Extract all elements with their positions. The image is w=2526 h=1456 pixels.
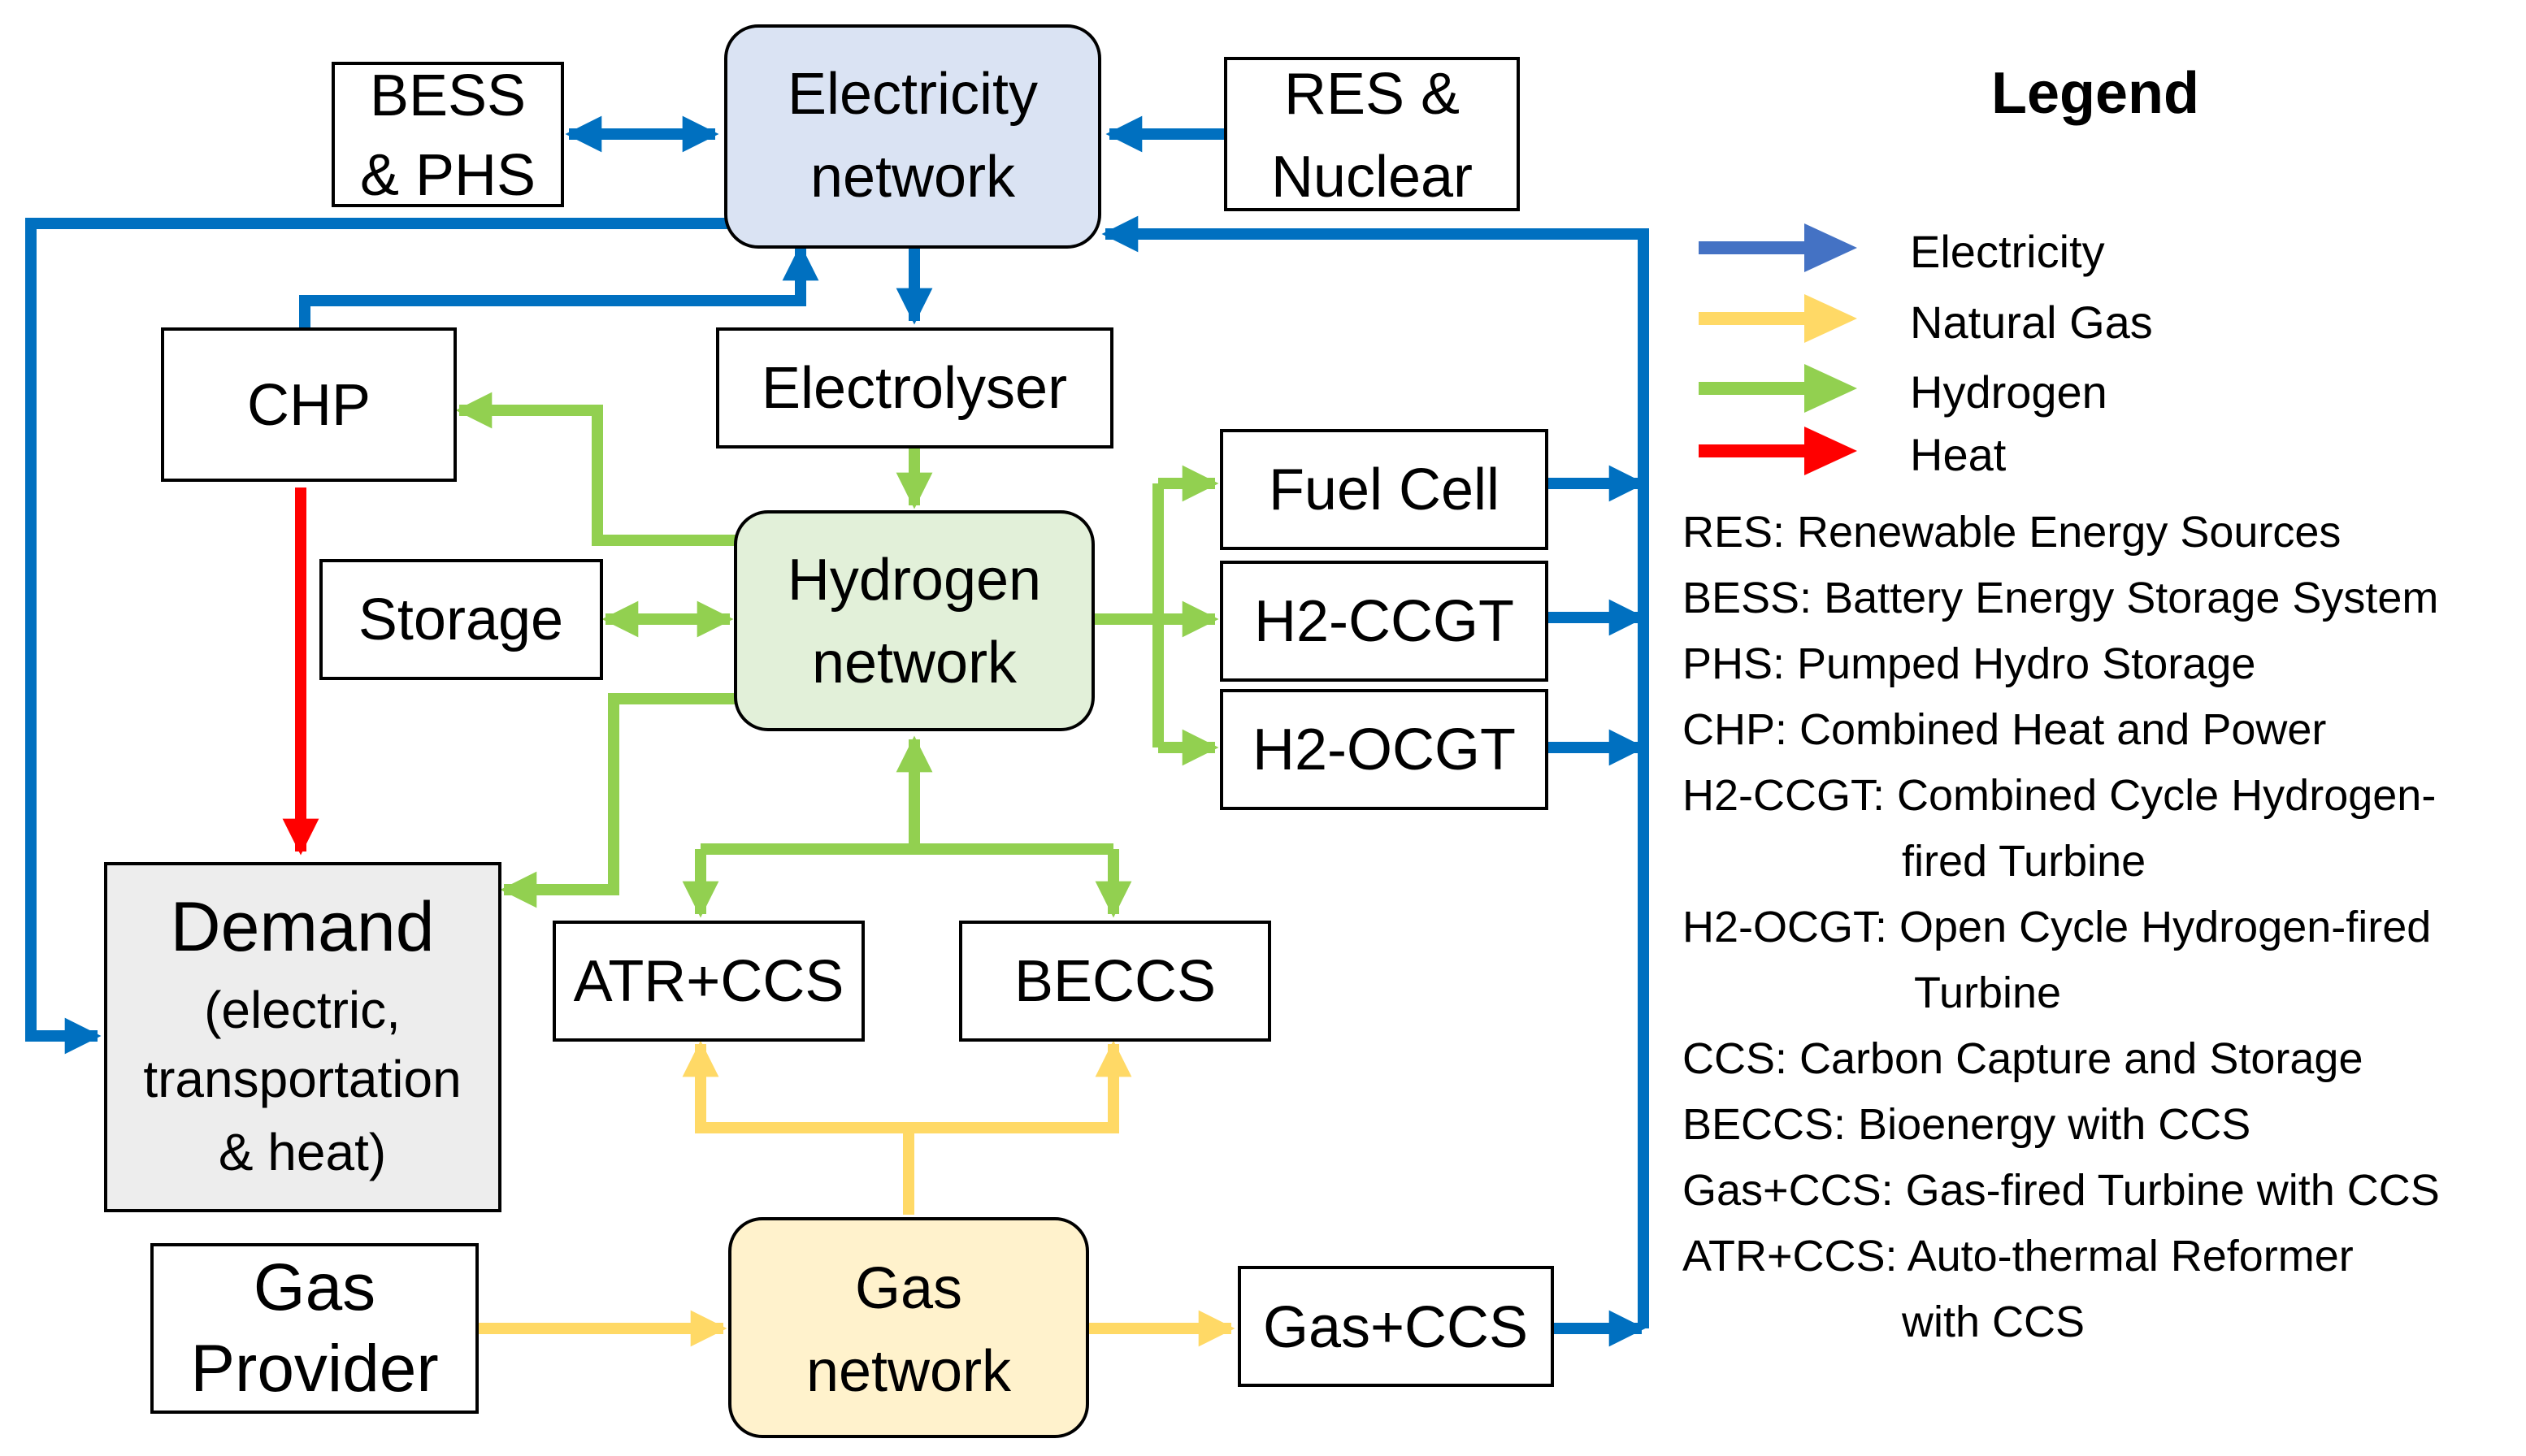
abbreviation-continuation: fired Turbine: [1902, 837, 2146, 886]
demand-title: Demand: [170, 888, 434, 966]
abbreviation-entry: PHS: Pumped Hydro Storage: [1682, 631, 2519, 697]
abbreviation-entry: BECCS: Bioenergy with CCS: [1682, 1092, 2519, 1158]
abbreviation-entry: ATR+CCS: Auto-thermal Reformer with CCS: [1682, 1224, 2519, 1355]
res-nuclear-label: RES &: [1284, 62, 1460, 127]
gas-provider-label: Provider: [190, 1332, 438, 1406]
beccs-node: [959, 921, 1271, 1042]
legend-item-natural-gas: Natural Gas: [1699, 286, 2430, 351]
gas-ccs-node: [1238, 1266, 1554, 1387]
abbreviation-text: CCS: Carbon Capture and Storage: [1682, 1034, 2363, 1083]
abbreviation-entry: RES: Renewable Energy Sources: [1682, 500, 2519, 566]
gas-to-atr-arrow: [682, 1040, 909, 1133]
abbreviation-text: BESS: Battery Energy Storage System: [1682, 574, 2439, 622]
electricity-network-label: network: [810, 145, 1016, 210]
legend-label: Hydrogen: [1910, 366, 2107, 418]
gas-network-node: [728, 1217, 1089, 1438]
chp-to-electricity-arrow: [299, 244, 819, 329]
abbreviation-entry: CCS: Carbon Capture and Storage: [1682, 1026, 2519, 1092]
abbreviation-text: CHP: Combined Heat and Power: [1682, 705, 2327, 754]
demand-subtitle: (electric,: [204, 981, 401, 1039]
generators-to-electricity-bus: [1101, 215, 1649, 1328]
legend-label: Heat: [1910, 429, 2007, 480]
gas-provider-node: [150, 1243, 479, 1414]
storage-node: [319, 559, 603, 680]
hydrogen-network-label: network: [812, 630, 1018, 696]
abbreviation-text: H2-OCGT: Open Cycle Hydrogen-fired: [1682, 903, 2432, 951]
bess-phs-label: & PHS: [360, 143, 536, 208]
natural-gas-arrow-icon: [1699, 294, 1857, 343]
demand-subtitle: & heat): [219, 1123, 386, 1181]
abbreviation-continuation: with CCS: [1902, 1298, 2085, 1346]
beccs-label: BECCS: [1014, 949, 1216, 1014]
abbreviation-text: BECCS: Bioenergy with CCS: [1682, 1100, 2251, 1149]
abbreviation-entry: BESS: Battery Energy Storage System: [1682, 566, 2519, 631]
abbreviation-list: RES: Renewable Energy Sources BESS: Batt…: [1682, 500, 2519, 1355]
abbreviation-entry: CHP: Combined Heat and Power: [1682, 697, 2519, 763]
h2-ocgt-node: [1220, 689, 1548, 810]
heat-arrow-icon: [1699, 427, 1857, 475]
abbreviation-text: RES: Renewable Energy Sources: [1682, 508, 2342, 557]
hydrogen-to-demand-arrow: [500, 693, 736, 908]
h2-ccgt-node: [1220, 561, 1548, 682]
energy-system-diagram: Electricity network BESS & PHS RES & Nuc…: [25, 24, 1649, 1438]
abbreviation-text: ATR+CCS: Auto-thermal Reformer: [1682, 1232, 2354, 1280]
legend-label: Electricity: [1910, 226, 2105, 277]
bess-phs-label: BESS: [370, 63, 526, 128]
hydrogen-network-label: Hydrogen: [788, 548, 1041, 613]
gas-ccs-label: Gas+CCS: [1263, 1295, 1528, 1360]
hydrogen-arrow-icon: [1699, 364, 1857, 413]
legend-label: Natural Gas: [1910, 297, 2153, 348]
electrolyser-node: [716, 327, 1113, 448]
res-nuclear-node: [1224, 57, 1520, 211]
legend-item-electricity: Electricity: [1699, 215, 2430, 280]
bess-phs-node: [332, 62, 564, 207]
gas-network-label: Gas: [855, 1256, 962, 1321]
fuel-cell-label: Fuel Cell: [1269, 457, 1500, 522]
res-nuclear-label: Nuclear: [1271, 145, 1473, 210]
abbreviation-text: PHS: Pumped Hydro Storage: [1682, 639, 2256, 688]
atr-ccs-node: [553, 921, 865, 1042]
legend: Legend Electricity Natural Gas Hydrogen …: [1682, 49, 2519, 1381]
electricity-network-node: [724, 24, 1101, 249]
hydrogen-to-chp-arrow: [455, 392, 736, 546]
demand-node: [104, 862, 501, 1212]
fuel-cell-node: [1220, 429, 1548, 550]
chp-node: [161, 327, 457, 482]
h2-ccgt-label: H2-CCGT: [1254, 589, 1514, 654]
storage-label: Storage: [358, 587, 563, 652]
electricity-arrow-icon: [1699, 223, 1857, 272]
legend-item-hydrogen: Hydrogen: [1699, 356, 2430, 421]
abbreviation-text: Gas+CCS: Gas-fired Turbine with CCS: [1682, 1166, 2440, 1215]
gas-network-label: network: [806, 1339, 1012, 1404]
gas-provider-label: Gas: [254, 1250, 375, 1324]
chp-label: CHP: [247, 373, 371, 438]
legend-title: Legend: [1991, 61, 2200, 126]
demand-subtitle: transportation: [143, 1050, 461, 1108]
hydrogen-network-node: [734, 510, 1095, 731]
abbreviation-entry: Gas+CCS: Gas-fired Turbine with CCS: [1682, 1158, 2519, 1224]
electricity-to-demand-arrow: [25, 218, 727, 1055]
atr-ccs-label: ATR+CCS: [574, 949, 844, 1014]
h2-ocgt-label: H2-OCGT: [1252, 717, 1516, 782]
gas-to-beccs-arrow: [909, 1040, 1132, 1133]
abbreviation-continuation: Turbine: [1914, 968, 2062, 1017]
legend-item-heat: Heat: [1699, 418, 2430, 483]
abbreviation-entry: H2-CCGT: Combined Cycle Hydrogen-fired T…: [1682, 763, 2519, 895]
electrolyser-label: Electrolyser: [762, 356, 1067, 421]
electricity-network-label: Electricity: [788, 62, 1038, 127]
abbreviation-text: H2-CCGT: Combined Cycle Hydrogen-: [1682, 771, 2437, 820]
